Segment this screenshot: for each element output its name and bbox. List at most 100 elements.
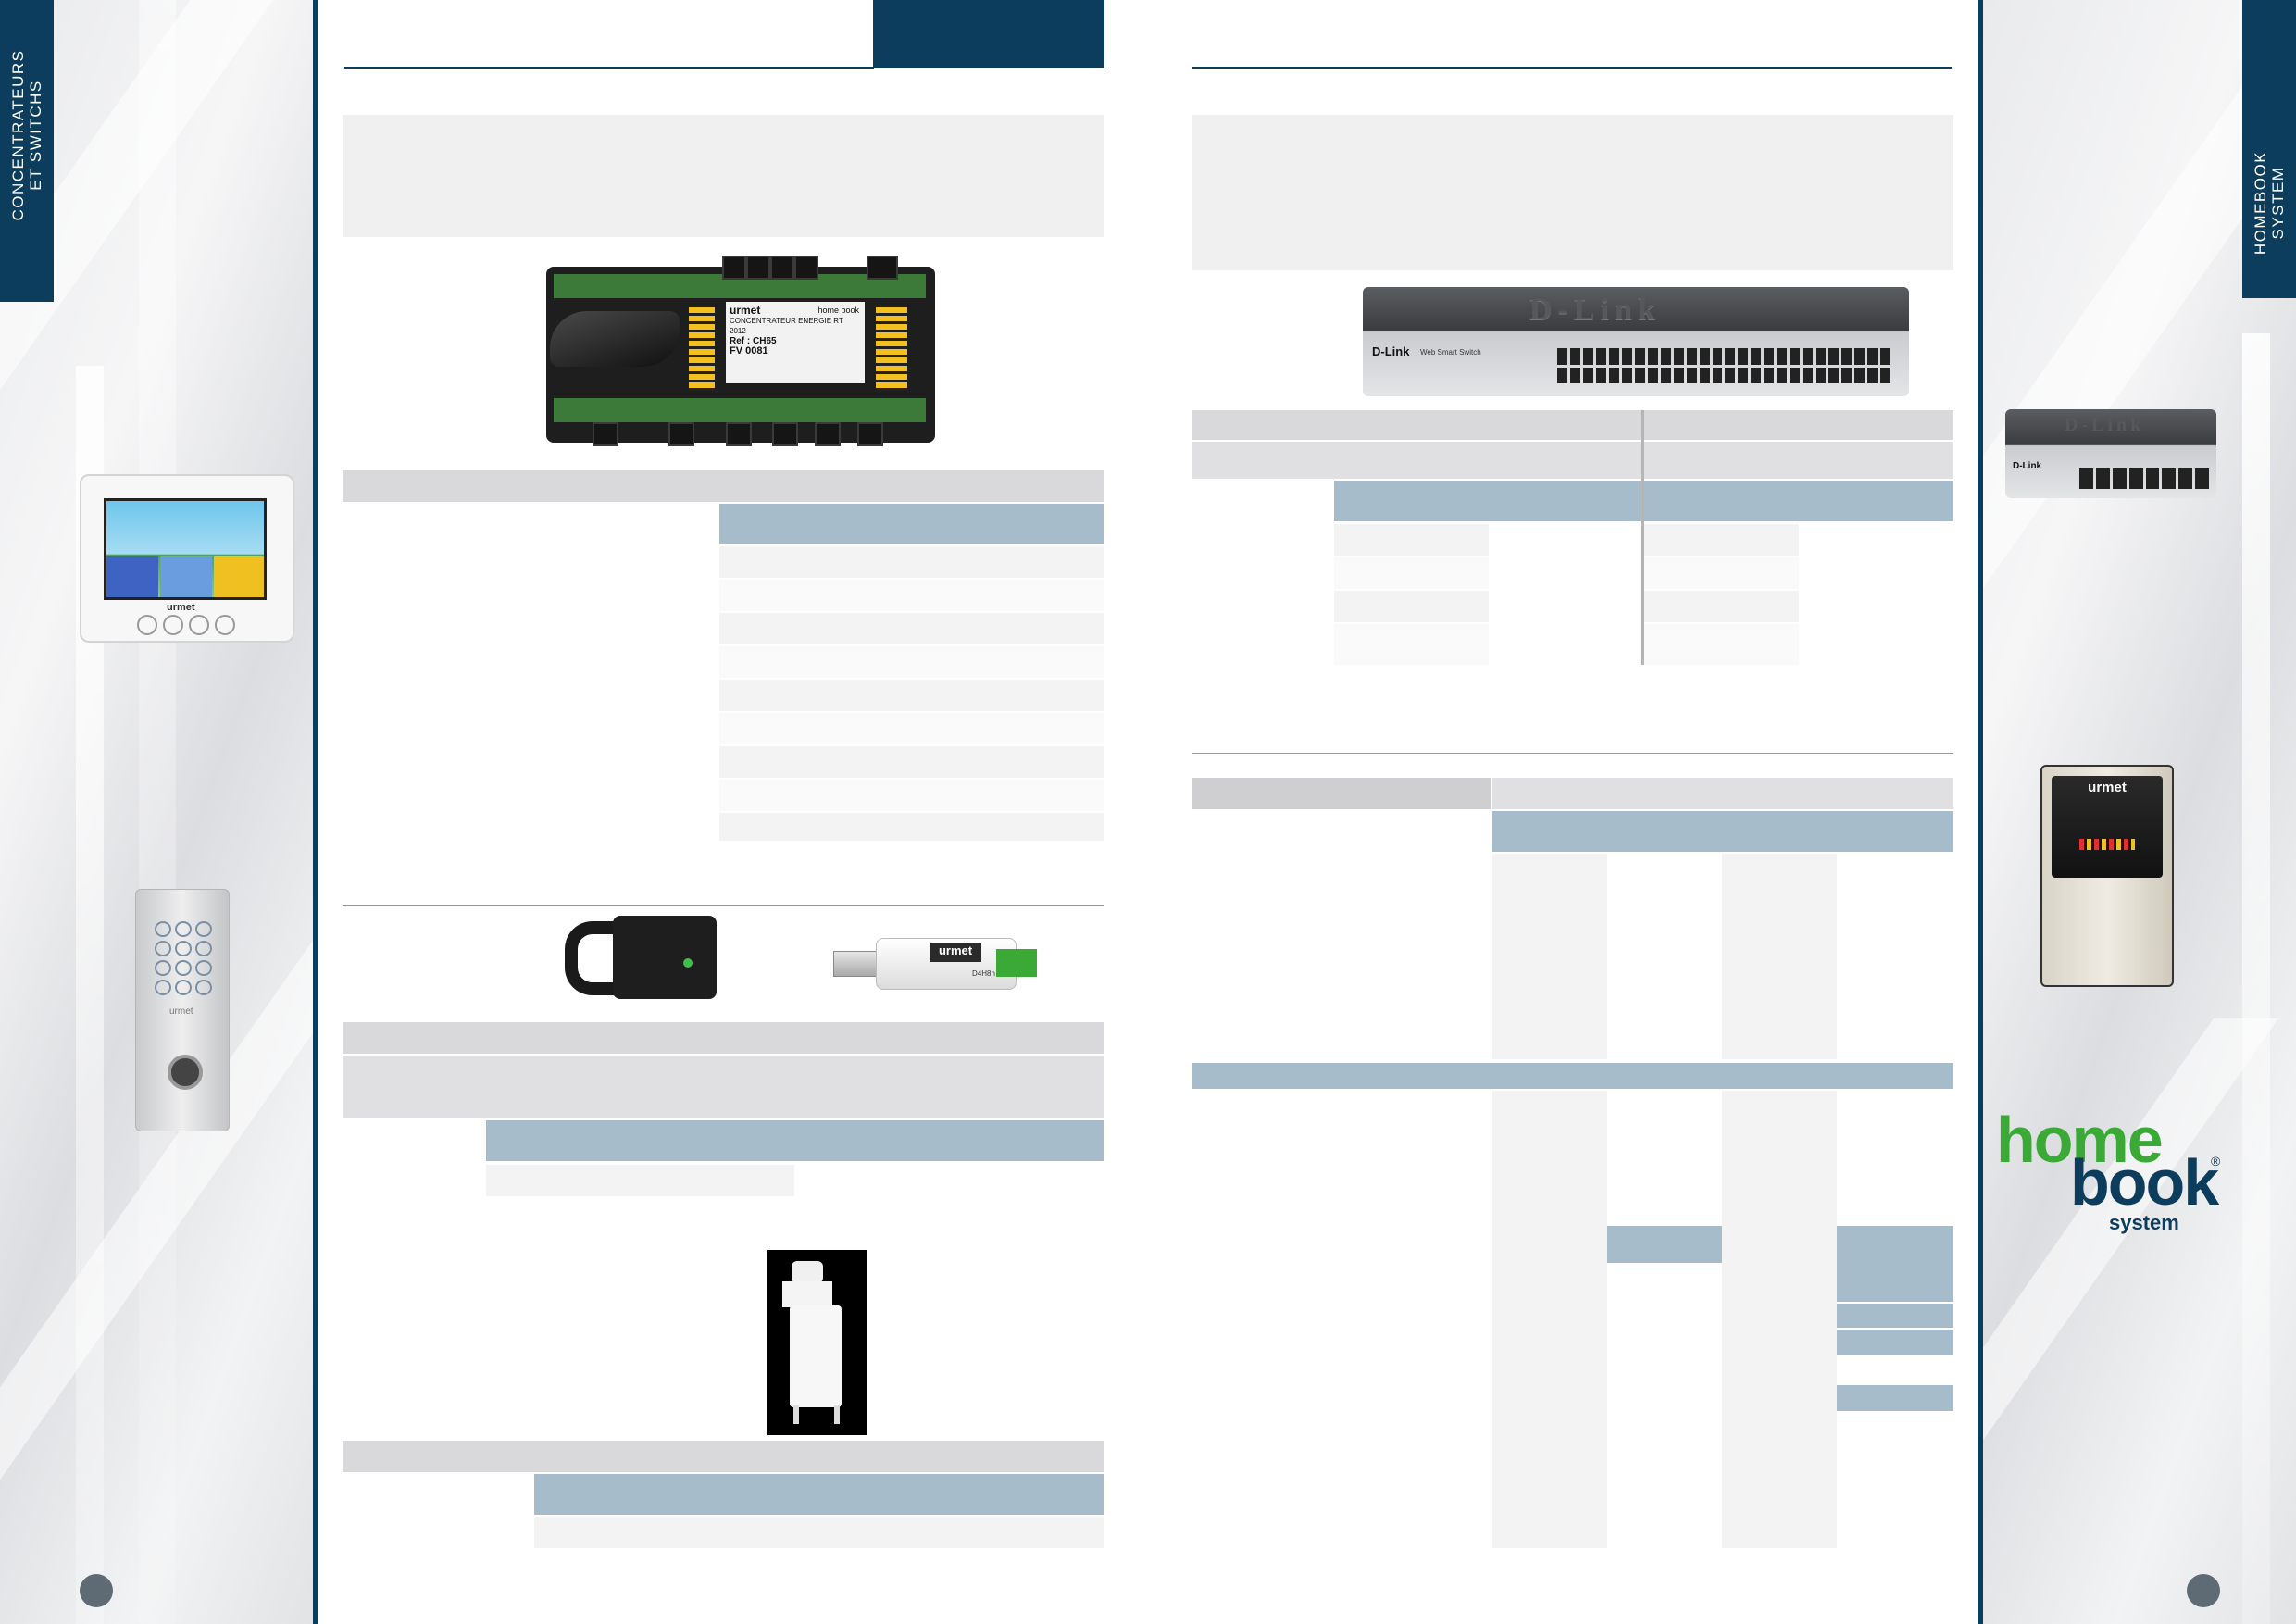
tab-line-2: ET SWITCHS bbox=[27, 80, 44, 191]
right-intro-box bbox=[1192, 115, 1953, 270]
left-decor-panel: urmet urmet bbox=[0, 0, 313, 1624]
switch-table-row bbox=[1192, 442, 1641, 479]
matrix-cell-highlight bbox=[1837, 1385, 1953, 1411]
right-section-tab: HOMEBOOK SYSTEM bbox=[2242, 0, 2296, 298]
video-monitor-image: urmet bbox=[80, 474, 294, 643]
right-gutter bbox=[1978, 0, 1983, 1624]
top-navy-block bbox=[873, 0, 1104, 68]
light-beam bbox=[2242, 333, 2270, 1624]
tab-line-1: HOMEBOOK bbox=[2252, 150, 2269, 256]
monitor-brand: urmet bbox=[167, 602, 195, 613]
usb-interface-image: urmet D4H8h bbox=[833, 931, 1055, 995]
matrix-column bbox=[1722, 1091, 1837, 1548]
sensor-image bbox=[767, 1250, 867, 1435]
switch-table-cell bbox=[1334, 624, 1489, 665]
spec-row bbox=[719, 646, 1104, 678]
page-corner-dot bbox=[80, 1574, 113, 1607]
right-section-divider bbox=[1192, 753, 1953, 754]
switch-table-column-divider bbox=[1641, 410, 1644, 665]
energy-concentrator-image: urmet home book CONCENTRATEUR ENERGIE RT… bbox=[541, 256, 941, 459]
spec-row bbox=[719, 580, 1104, 611]
monitor-screen bbox=[104, 498, 267, 600]
switch24-brand: D-Link bbox=[1372, 344, 1410, 358]
tab-line-1: CONCENTRATEURS bbox=[9, 49, 27, 221]
matrix-column bbox=[1722, 854, 1837, 1059]
homebook-logo: home book ® system bbox=[1996, 1107, 2246, 1237]
matrix-cell-highlight bbox=[1837, 1304, 1953, 1328]
switch-8-port-image: D-Link D-Link bbox=[2005, 409, 2216, 498]
intro-box bbox=[343, 115, 1104, 237]
matrix-column bbox=[1492, 854, 1607, 1059]
keypad-grid bbox=[155, 921, 212, 995]
switch-table-subheader bbox=[1334, 481, 1641, 521]
switch-table-cell bbox=[1644, 624, 1799, 665]
matrix-cell-highlight bbox=[1607, 1226, 1722, 1263]
urmet-enclosure-image: urmet bbox=[2040, 765, 2174, 987]
usb-brand: urmet bbox=[930, 943, 981, 962]
switch-table-cell bbox=[1644, 557, 1799, 589]
matrix-cell-highlight bbox=[1837, 1226, 1953, 1302]
switch8-ports bbox=[2079, 468, 2209, 489]
switch24-series: Web Smart Switch bbox=[1420, 348, 1481, 356]
logo-word-book: book bbox=[2070, 1146, 2219, 1218]
sensor-table-subheader bbox=[534, 1474, 1104, 1515]
logo-registered: ® bbox=[2211, 1154, 2221, 1168]
left-section-tab-label: CONCENTRATEURS ET SWITCHS bbox=[9, 0, 44, 281]
switch8-top-brand: D-Link bbox=[2065, 415, 2145, 435]
accessory-table-subheader bbox=[486, 1120, 1104, 1161]
accessory-table-header bbox=[343, 1022, 1104, 1054]
module-fin bbox=[550, 311, 680, 367]
camera-lens bbox=[168, 1055, 203, 1090]
light-beam bbox=[139, 0, 176, 1624]
spec-row bbox=[719, 713, 1104, 744]
left-gutter bbox=[313, 0, 318, 1624]
switch-table-subheader bbox=[1644, 481, 1953, 521]
spec-row bbox=[719, 546, 1104, 578]
spec-table-subheader bbox=[719, 504, 1104, 544]
switch-table-header bbox=[1192, 410, 1641, 440]
monitor-buttons bbox=[137, 615, 239, 635]
matrix-column bbox=[1492, 1091, 1607, 1548]
page-corner-dot bbox=[2187, 1574, 2220, 1607]
right-header-rule bbox=[1192, 67, 1952, 69]
label-title: CONCENTRATEUR ENERGIE RT 2012 bbox=[730, 317, 843, 335]
sensor-table-header bbox=[343, 1441, 1104, 1472]
tab-line-2: SYSTEM bbox=[2269, 166, 2287, 240]
box-brand: urmet bbox=[2088, 780, 2127, 795]
matrix-cell-highlight bbox=[1837, 1330, 1953, 1355]
switch-24-port-image: D-Link D-Link Web Smart Switch bbox=[1363, 287, 1909, 398]
switch24-ports bbox=[1557, 348, 1890, 383]
right-section-tab-label: HOMEBOOK SYSTEM bbox=[2252, 130, 2287, 276]
usb-model: D4H8h bbox=[972, 969, 995, 978]
logo-word-home: home bbox=[1996, 1104, 2164, 1176]
spec-table-header bbox=[343, 470, 1104, 502]
sensor-row bbox=[534, 1517, 1104, 1548]
accessory-table-desc bbox=[343, 1056, 1104, 1118]
module-pcb-strip bbox=[554, 398, 926, 422]
matrix-header-left bbox=[1192, 778, 1491, 809]
switch-table-cell bbox=[1334, 557, 1489, 589]
spec-row bbox=[719, 746, 1104, 778]
switch-table-cell bbox=[1644, 524, 1799, 556]
switch24-top-brand: D-Link bbox=[1529, 293, 1661, 327]
switch-table-cell bbox=[1334, 524, 1489, 556]
keypad-brand: urmet bbox=[169, 1006, 193, 1017]
accessory-row bbox=[486, 1165, 794, 1196]
switch-table-cell bbox=[1644, 591, 1799, 622]
status-led bbox=[683, 958, 693, 968]
module-terminal bbox=[689, 307, 715, 391]
left-header-rule bbox=[344, 67, 874, 69]
label-brand: urmet bbox=[730, 304, 761, 317]
spec-row bbox=[719, 613, 1104, 644]
label-ref: Ref : CH65 bbox=[730, 336, 777, 346]
switch-table-cell bbox=[1334, 591, 1489, 622]
left-section-tab: CONCENTRATEURS ET SWITCHS bbox=[0, 0, 54, 302]
label-serial: FV 0081 bbox=[730, 345, 768, 356]
spec-row bbox=[719, 813, 1104, 841]
module-terminal bbox=[876, 307, 907, 391]
module-label: urmet home book CONCENTRATEUR ENERGIE RT… bbox=[726, 302, 865, 383]
switch-table-header bbox=[1644, 410, 1953, 440]
logo-word-system: system bbox=[2109, 1211, 2179, 1234]
switch8-brand: D-Link bbox=[2013, 461, 2042, 471]
matrix-header-right bbox=[1492, 778, 1953, 809]
